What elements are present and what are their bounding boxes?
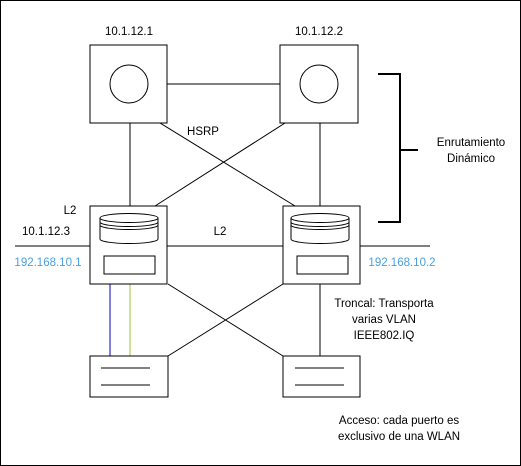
routing-label-line1: Enrutamiento [437,137,505,149]
trunk-note-line2: varias VLAN [352,314,416,326]
access-switch-box [282,355,361,398]
trunk-note-line1: Troncal: Transporta [334,298,434,310]
router-left [89,44,168,124]
database-icon-top [290,213,350,223]
switch-port-panel [103,255,156,275]
trunk-note-line3: IEEE802.IQ [354,330,415,342]
links [15,83,430,357]
router-left-switch-right-link [159,122,296,207]
access-note-line1: Acceso: cada puerto es [339,415,459,427]
access-switch-box [89,355,169,398]
routing-label-line2: Dinámico [447,153,495,165]
router-icon [299,64,339,104]
routing-bracket [378,73,418,223]
router-icon [109,64,149,104]
access-switch-right [282,355,361,398]
router-left-ip: 10.1.12.1 [105,26,153,38]
left-switch-ip: 10.1.12.3 [22,226,70,238]
switch-right-vlan-ip: 192.168.10.2 [368,257,435,269]
access-switch-left [89,355,169,398]
database-icon-top [99,213,159,223]
database-icon [99,218,159,244]
router-right-ip: 10.1.12.2 [295,26,343,38]
router-right [279,44,359,124]
l2-left-label: L2 [64,205,77,217]
database-icon-ring [99,221,159,227]
router-right-switch-left-link [154,122,286,207]
switch-left [89,205,168,285]
database-icon-ring [99,224,159,230]
l2-middle-label: L2 [214,226,227,238]
switch-left-vlan-ip: 192.168.10.1 [14,257,81,269]
database-icon [290,218,350,244]
database-icon-ring [290,224,350,230]
switch-port-panel [296,255,349,275]
hsrp-label: HSRP [187,126,219,138]
database-icon-ring [290,221,350,227]
switch-right [282,205,361,285]
access-note-line2: exclusivo de una WLAN [338,431,460,443]
switch-right-access-left-link [167,283,284,357]
